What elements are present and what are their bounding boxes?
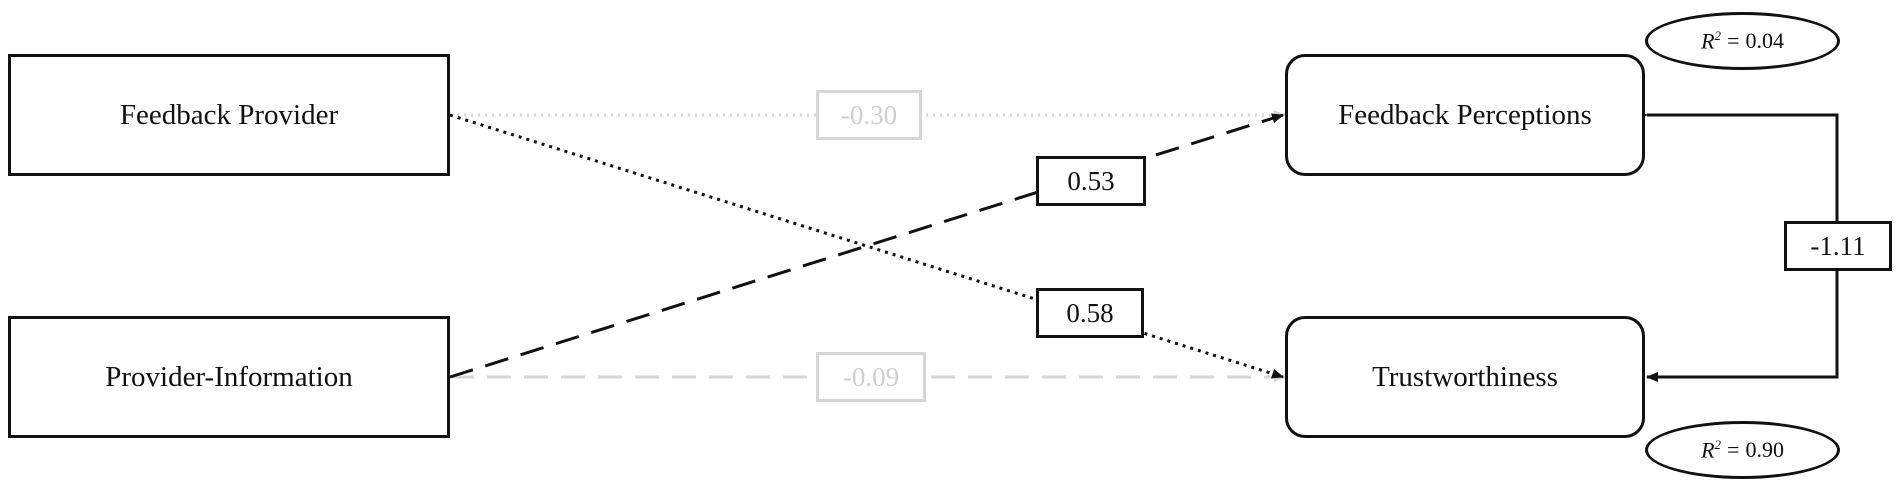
coef-fprov-fperc: -0.30 [816,90,922,140]
node-feedback-perceptions-label: Feedback Perceptions [1338,98,1592,131]
coef-pinfo-trust-value: -0.09 [842,361,900,392]
coef-pinfo-trust: -0.09 [816,352,926,402]
coef-pinfo-fperc: 0.53 [1036,156,1146,206]
node-feedback-provider: Feedback Provider [8,54,450,176]
rsq-fperc-value: 0.04 [1745,28,1784,53]
coef-fprov-fperc-value: -0.30 [840,99,898,130]
node-feedback-perceptions: Feedback Perceptions [1285,54,1645,176]
coef-fprov-trust-value: 0.58 [1066,297,1114,328]
rsq-trustworthiness: R2 = 0.90 [1645,421,1840,479]
node-trustworthiness-label: Trustworthiness [1372,360,1558,393]
node-provider-information-label: Provider-Information [105,360,353,393]
rsq-trust-label: R2 [1701,436,1722,463]
coef-fprov-trust: 0.58 [1036,288,1144,338]
rsq-feedback-perceptions: R2 = 0.04 [1645,12,1840,70]
coef-fperc-trust: -1.11 [1784,221,1892,271]
path-line-fprov-trust [449,113,1284,379]
node-trustworthiness: Trustworthiness [1285,316,1645,438]
rsq-fperc-equals: = [1727,28,1740,53]
node-provider-information: Provider-Information [8,316,450,438]
coef-pinfo-fperc-value: 0.53 [1067,165,1115,196]
node-feedback-provider-label: Feedback Provider [119,98,339,131]
coef-fperc-trust-value: -1.11 [1810,230,1866,261]
rsq-fperc-label: R2 [1701,27,1722,54]
rsq-trust-equals: = [1727,437,1740,462]
rsq-trust-value: 0.90 [1745,437,1784,462]
